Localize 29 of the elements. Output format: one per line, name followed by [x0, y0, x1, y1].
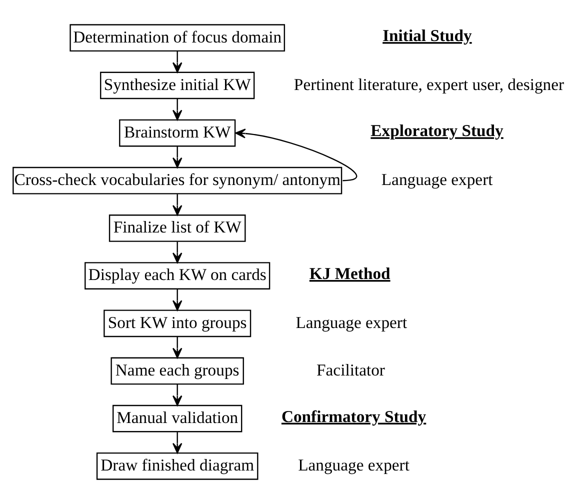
label: Facilitator [316, 360, 385, 380]
arrow [172, 336, 182, 358]
node-box: Draw finished diagram [96, 452, 258, 480]
label: Language expert [298, 456, 410, 475]
node-box: Brainstorm KW [119, 119, 236, 147]
arrow [172, 289, 182, 311]
arrow [172, 384, 182, 406]
node-box: Synthesize initial KW [100, 72, 255, 100]
arrow [172, 146, 182, 168]
arrow [235, 128, 357, 182]
label: Exploratory Study [370, 121, 504, 140]
label: Initial Study [382, 26, 472, 46]
arrow [172, 98, 182, 120]
node-box: Name each groups [110, 357, 244, 385]
label: Language expert [296, 312, 408, 332]
node-box: Cross-check vocabularies for synonym/ antonym [12, 166, 342, 194]
node-box: Determination of focus domain [70, 24, 286, 52]
arrow [172, 242, 182, 264]
label: KJ Method [309, 264, 390, 284]
label: Pertinent literature, expert user, designer [294, 74, 564, 94]
node-box: Manual validation [112, 404, 242, 432]
label: Language expert [381, 170, 493, 190]
arrow [172, 432, 182, 454]
label: Confirmatory Study [281, 406, 426, 426]
node-box: Display each KW on cards [84, 262, 270, 290]
node-box: Finalize list of KW [108, 214, 246, 242]
node-box: Sort KW into groups [104, 310, 252, 338]
arrow [172, 51, 182, 73]
arrow [172, 194, 182, 216]
